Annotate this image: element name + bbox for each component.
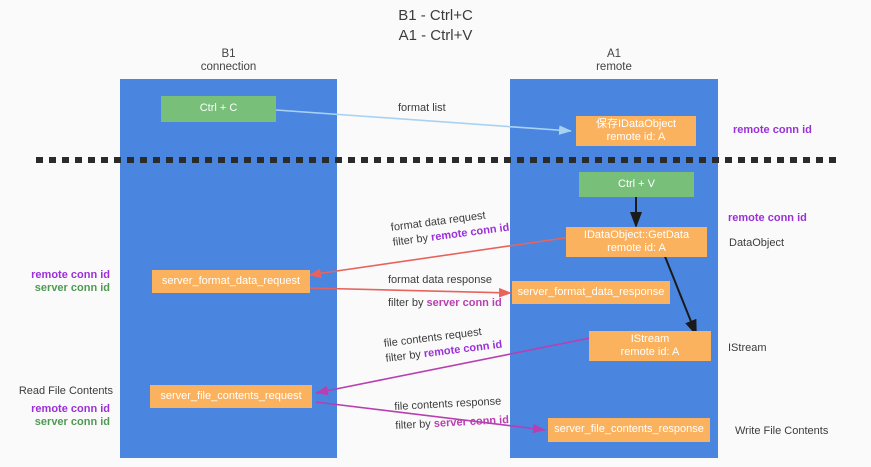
- lane-header-b1: B1 connection: [120, 48, 337, 74]
- lane-header-b1-subtitle: connection: [200, 61, 257, 73]
- annotation-left-server-conn-id-bot: server conn id: [34, 416, 110, 428]
- annotation-remote-conn-id-top: remote conn id: [733, 124, 812, 136]
- annotation-write-file-contents: Write File Contents: [735, 425, 829, 437]
- edge-label-format-list-text: format list: [398, 102, 446, 114]
- node-getdata[interactable]: IDataObject::GetData remote id: A: [566, 227, 707, 257]
- filter-prefix: filter by: [388, 297, 427, 309]
- title-line-1: B1 - Ctrl+C: [398, 7, 473, 24]
- annotation-istream: IStream: [728, 342, 767, 354]
- node-server-format-data-request-label: server_format_data_request: [161, 274, 301, 287]
- annotation-left-server-conn-id-mid: server conn id: [34, 282, 110, 294]
- edge-label-format-data-response: format data response filter by server co…: [388, 273, 502, 311]
- node-server-file-contents-request-label: server_file_contents_request: [160, 389, 302, 402]
- title-line-2: A1 - Ctrl+V: [398, 27, 473, 44]
- annotation-left-remote-conn-id-mid: remote conn id: [31, 269, 110, 281]
- node-getdata-line2: remote id: A: [607, 242, 666, 254]
- filter-prefix: filter by: [392, 231, 432, 249]
- filter-key-server-conn-id: server conn id: [433, 414, 510, 430]
- node-ctrl-v[interactable]: Ctrl + V: [579, 172, 694, 197]
- page-title: B1 - Ctrl+C A1 - Ctrl+V: [0, 6, 871, 46]
- arrow-getdata-to-istream: [663, 253, 697, 336]
- node-server-format-data-response-label: server_format_data_response: [517, 285, 665, 298]
- arrow-file-contents-response: [315, 401, 546, 434]
- edge-label-format-data-response-filter: filter by server conn id: [388, 296, 502, 311]
- annotation-read-file-contents: Read File Contents: [18, 385, 113, 397]
- node-server-format-data-request[interactable]: server_format_data_request: [152, 270, 310, 293]
- edge-label-format-list: format list: [398, 101, 446, 116]
- node-idataobject-line1: 保存IDataObject: [595, 117, 677, 130]
- node-ctrl-v-label: Ctrl + V: [618, 177, 655, 190]
- node-istream[interactable]: IStream remote id: A: [589, 331, 711, 361]
- node-istream-line1: IStream: [630, 332, 670, 345]
- arrow-format-data-request: [308, 236, 572, 279]
- phase-divider: [36, 157, 836, 163]
- arrow-format-data-response: [308, 287, 512, 298]
- node-istream-line2: remote id: A: [620, 346, 680, 358]
- filter-key-server-conn-id: server conn id: [426, 297, 502, 309]
- node-server-file-contents-response[interactable]: server_file_contents_response: [548, 418, 710, 442]
- node-ctrl-c-label: Ctrl + C: [199, 102, 238, 115]
- node-ctrl-c[interactable]: Ctrl + C: [161, 96, 276, 122]
- node-idataobject[interactable]: 保存IDataObject remote id: A: [576, 116, 696, 146]
- node-server-file-contents-request[interactable]: server_file_contents_request: [150, 385, 312, 408]
- annotation-remote-conn-id-mid: remote conn id: [728, 212, 807, 224]
- filter-prefix: filter by: [395, 417, 435, 432]
- edge-label-format-data-response-text: format data response: [388, 274, 492, 286]
- node-server-file-contents-response-label: server_file_contents_response: [554, 423, 704, 436]
- edge-label-file-contents-response: file contents response filter by server …: [394, 394, 509, 434]
- lane-header-a1: A1 remote: [510, 48, 718, 74]
- arrow-file-contents-request: [315, 337, 591, 396]
- lane-header-a1-subtitle: remote: [596, 61, 632, 73]
- lane-header-b1-name: B1: [221, 48, 236, 60]
- lane-header-a1-name: A1: [606, 48, 622, 60]
- annotation-dataobject: DataObject: [729, 237, 785, 249]
- annotation-left-remote-conn-id-bot: remote conn id: [31, 403, 110, 415]
- node-idataobject-line2: remote id: A: [606, 131, 666, 143]
- arrow-format-list: [275, 109, 572, 135]
- node-getdata-line1: IDataObject::GetData: [583, 228, 690, 241]
- filter-prefix: filter by: [384, 348, 425, 365]
- node-server-format-data-response[interactable]: server_format_data_response: [512, 281, 670, 304]
